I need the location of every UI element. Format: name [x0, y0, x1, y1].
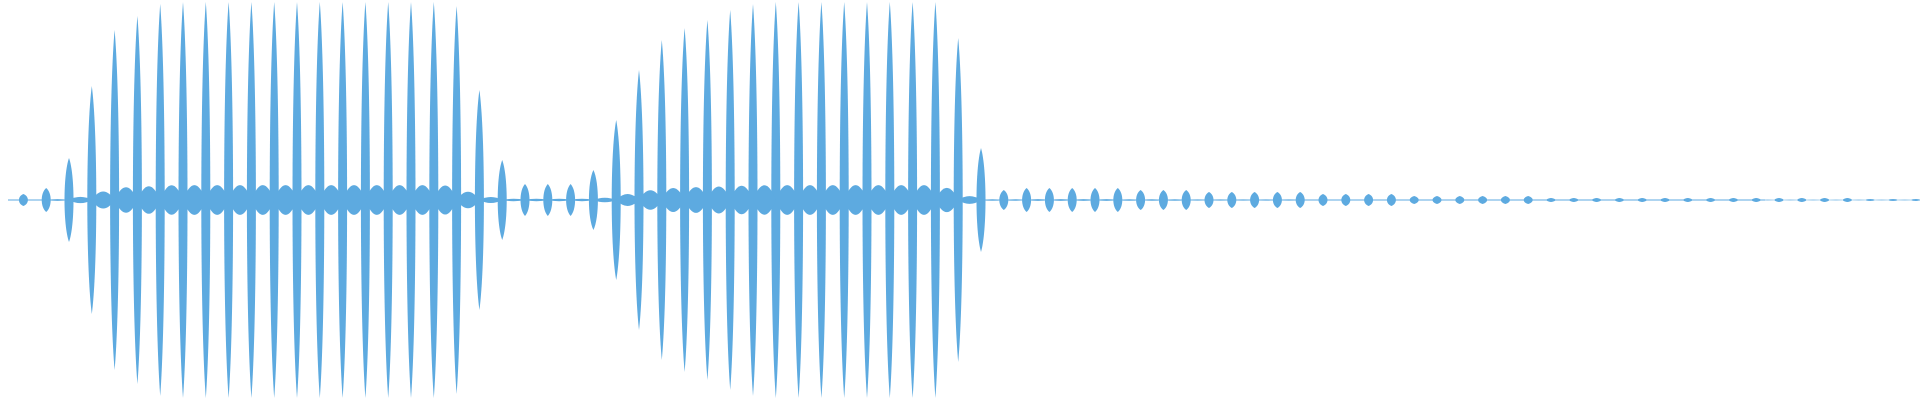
waveform-link [1915, 199, 1920, 201]
waveform-link [228, 185, 252, 215]
waveform-link [388, 185, 411, 215]
waveform-link [1482, 199, 1506, 201]
waveform-link [456, 191, 480, 209]
waveform-link [274, 185, 297, 215]
waveform-link [1847, 199, 1871, 201]
waveform-link [1687, 199, 1711, 201]
waveform-link [137, 186, 161, 214]
waveform-link [821, 185, 845, 215]
waveform-link [114, 187, 138, 213]
waveform-link [69, 196, 92, 204]
waveform-link [707, 186, 731, 214]
waveform-link [1209, 199, 1232, 201]
waveform-link [183, 185, 206, 215]
waveform-link [1117, 199, 1141, 201]
waveform-link [502, 198, 525, 202]
waveform-link [570, 198, 594, 202]
waveform-link [91, 191, 115, 209]
waveform-link [889, 185, 913, 215]
waveform-link [1437, 199, 1460, 201]
waveform-link [1254, 199, 1278, 201]
waveform-link [867, 185, 890, 215]
waveform-lobes [18, 2, 1920, 398]
waveform-link [730, 185, 753, 215]
waveform-link [205, 185, 229, 215]
waveform-link [639, 190, 662, 210]
waveform-link [251, 185, 275, 215]
waveform-link [1003, 199, 1027, 201]
waveform-link [1619, 199, 1643, 201]
waveform-link [1186, 199, 1209, 201]
waveform-link [23, 199, 47, 201]
waveform-link [1323, 199, 1346, 201]
waveform-link [1140, 199, 1164, 201]
waveform-link [1756, 199, 1779, 201]
waveform-link [1300, 199, 1323, 201]
waveform-link [547, 198, 571, 202]
waveform-link [525, 198, 548, 202]
waveform-link [46, 199, 69, 201]
waveform-link [1665, 199, 1688, 201]
waveform-link [1095, 199, 1118, 201]
waveform-link [433, 185, 457, 215]
waveform-link [1072, 199, 1095, 201]
waveform-link [775, 185, 799, 215]
waveform-link [479, 197, 503, 203]
waveform-link [1733, 199, 1757, 201]
waveform-link [365, 185, 389, 215]
waveform-link [798, 185, 822, 215]
waveform-link [319, 185, 343, 215]
waveform-link [1277, 199, 1301, 201]
waveform-link [1642, 199, 1665, 201]
waveform-link [1824, 199, 1848, 201]
waveform-link [1870, 199, 1893, 201]
waveform-link [1345, 199, 1369, 201]
waveform-link [1893, 199, 1916, 201]
waveform-link [684, 187, 708, 213]
waveform-link [593, 197, 617, 203]
waveform-link [1596, 199, 1620, 201]
waveform-link [1049, 199, 1073, 201]
waveform-link [1779, 199, 1802, 201]
waveform-link [1459, 199, 1483, 201]
waveform-link [1163, 199, 1187, 201]
waveform-link [1231, 199, 1255, 201]
waveform-link [981, 199, 1004, 201]
waveform-link [1710, 199, 1734, 201]
waveform-link [661, 188, 685, 212]
waveform-link [1414, 199, 1437, 201]
waveform-link [1551, 199, 1574, 201]
waveform-link [1573, 199, 1597, 201]
waveform-link [1505, 199, 1529, 201]
waveform-link [342, 185, 366, 215]
waveform-link [1391, 199, 1415, 201]
waveform-link [1368, 199, 1392, 201]
waveform-link [958, 196, 981, 204]
waveform-link [616, 194, 639, 206]
waveform-link [844, 185, 867, 215]
waveform-link [160, 185, 183, 215]
waveform-link [912, 185, 936, 215]
waveform-link [1528, 199, 1551, 201]
waveform-link [297, 185, 320, 215]
waveform-link [411, 185, 434, 215]
waveform-link [753, 185, 776, 215]
waveform-link [935, 187, 959, 213]
waveform-link [1801, 199, 1825, 201]
waveform-link [1026, 199, 1050, 201]
